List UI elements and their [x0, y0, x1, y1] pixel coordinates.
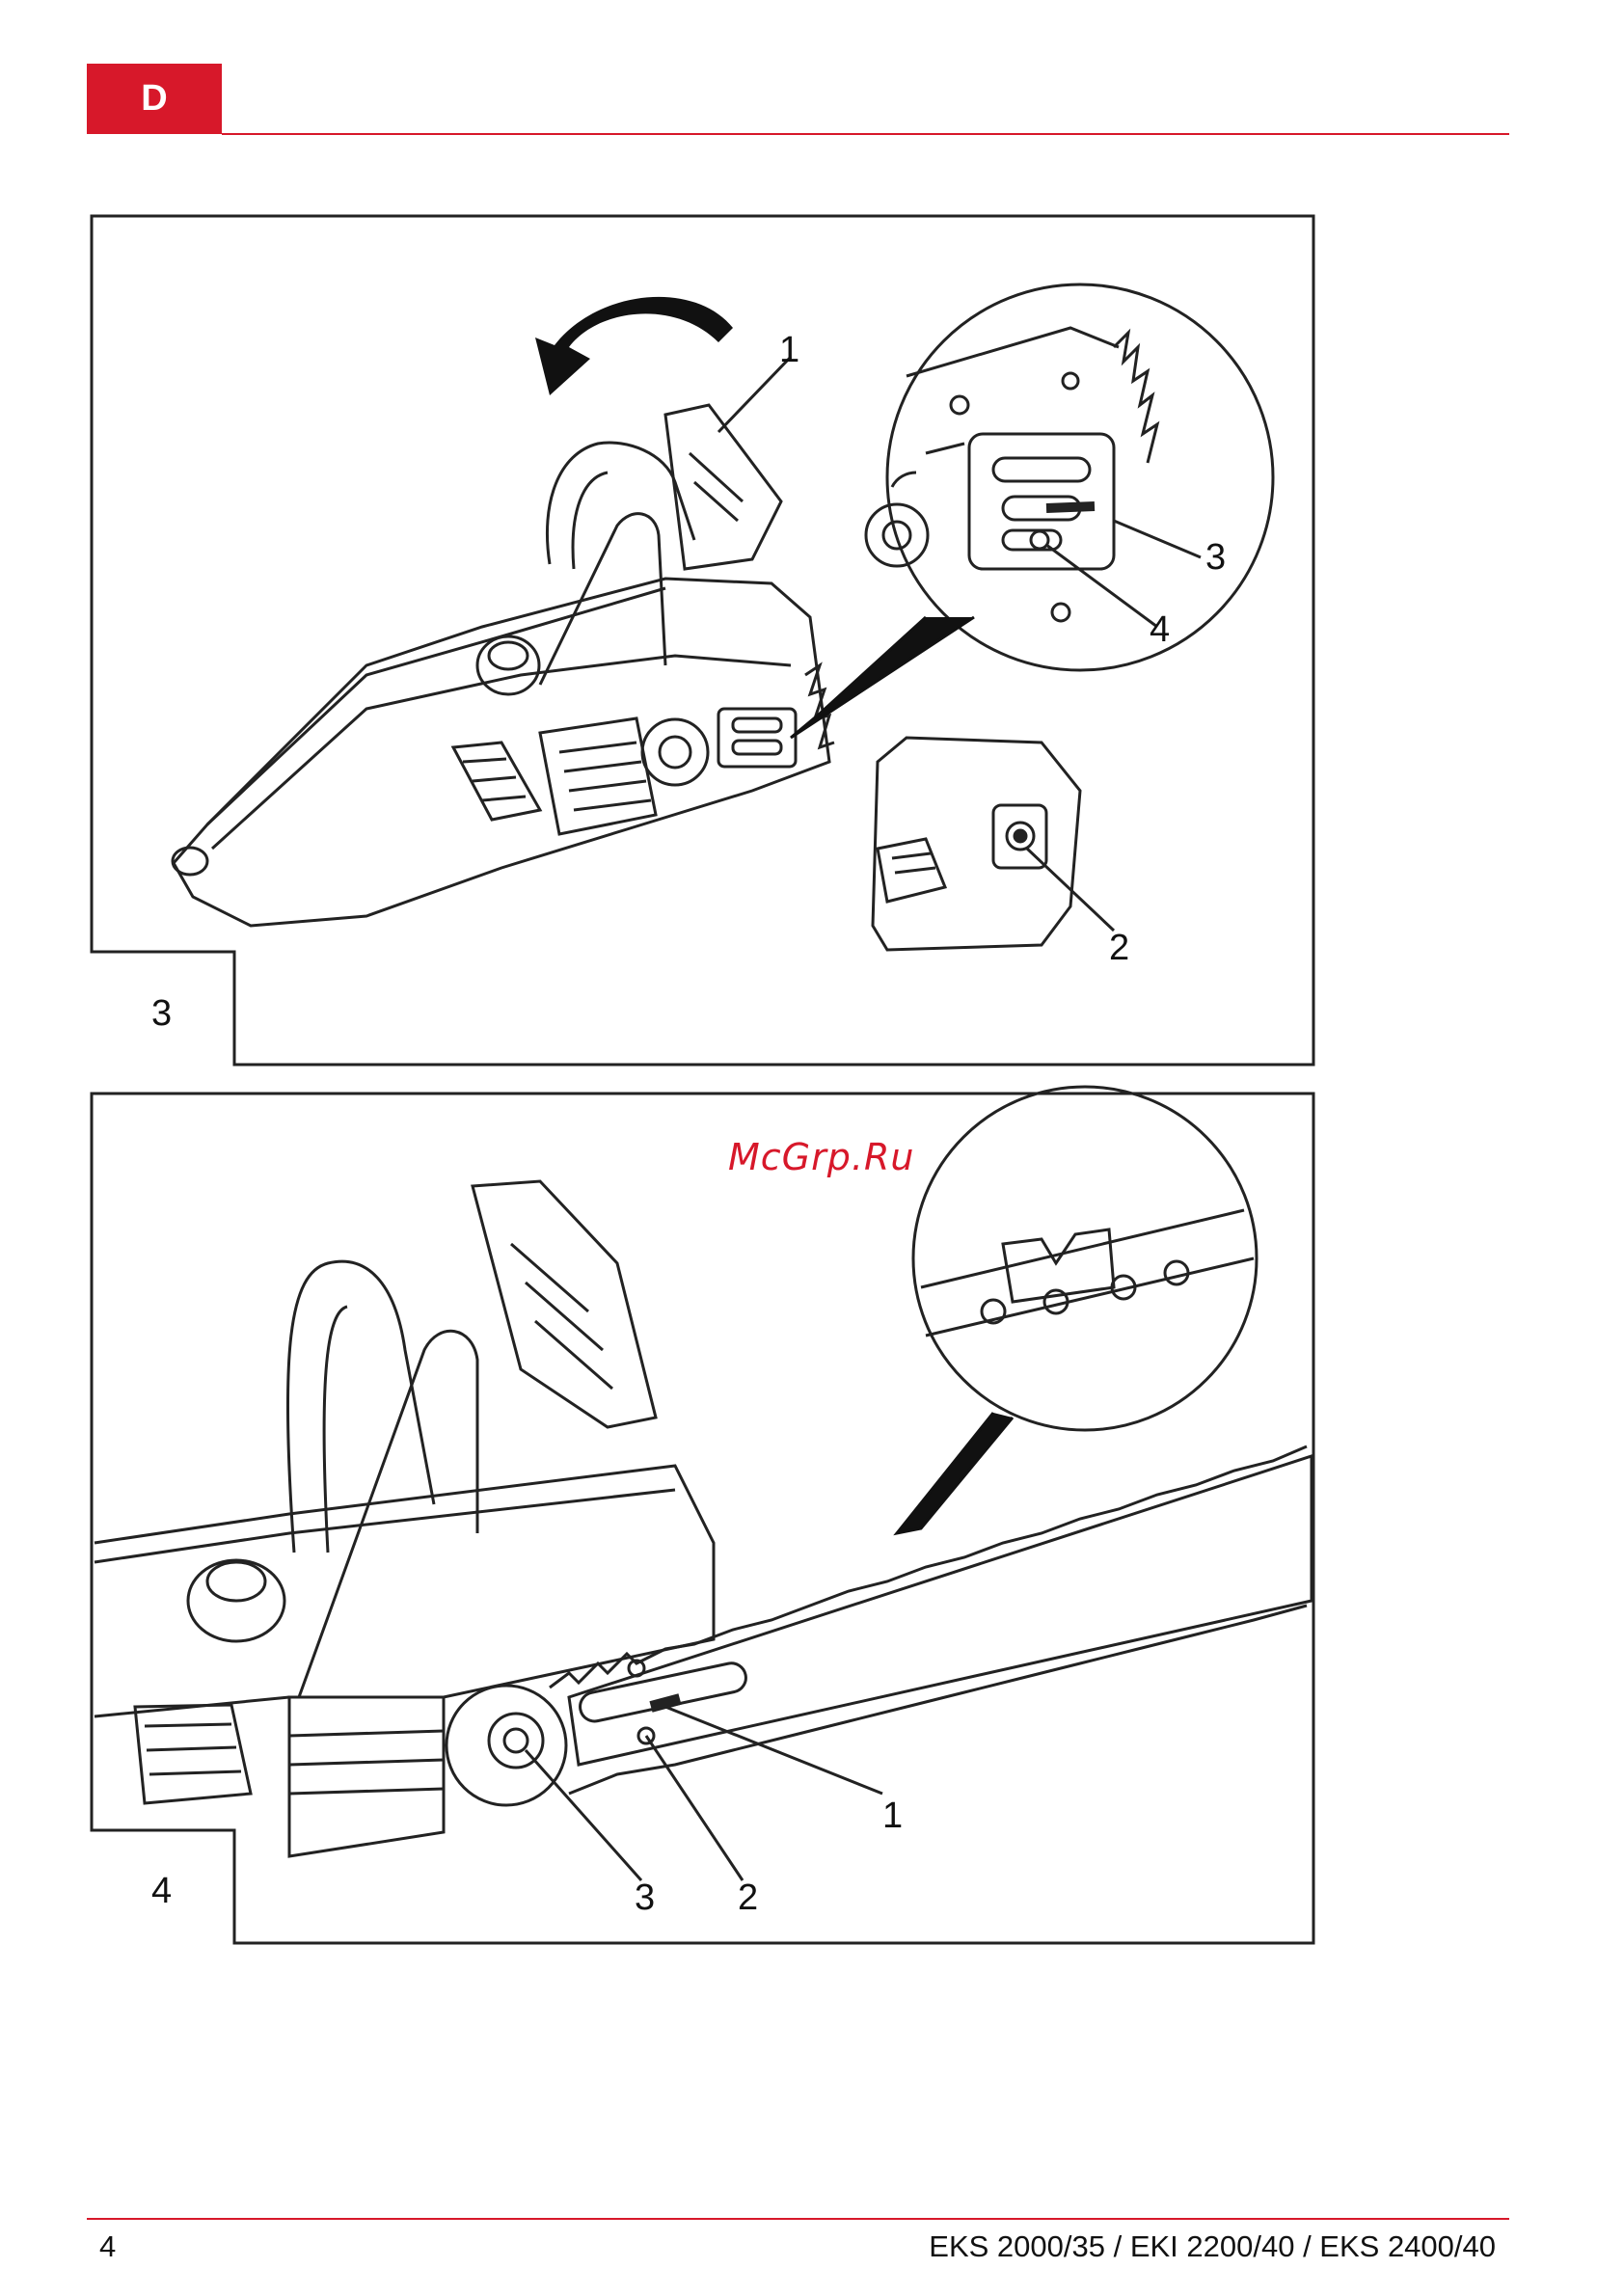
fig4-callout-1: 1	[882, 1796, 903, 1836]
figure-4-number: 4	[151, 1871, 172, 1912]
watermark: McGrp.Ru	[728, 1136, 914, 1178]
footer-rule	[87, 2218, 1509, 2220]
page-number: 4	[99, 2229, 116, 2264]
fig4-callout-2: 2	[738, 1877, 758, 1918]
figure-4-illustration: 1 2 3	[0, 0, 1624, 1967]
footer-model-title: EKS 2000/35 / EKI 2200/40 / EKS 2400/40	[929, 2229, 1496, 2264]
fig4-callout-3: 3	[635, 1877, 655, 1918]
